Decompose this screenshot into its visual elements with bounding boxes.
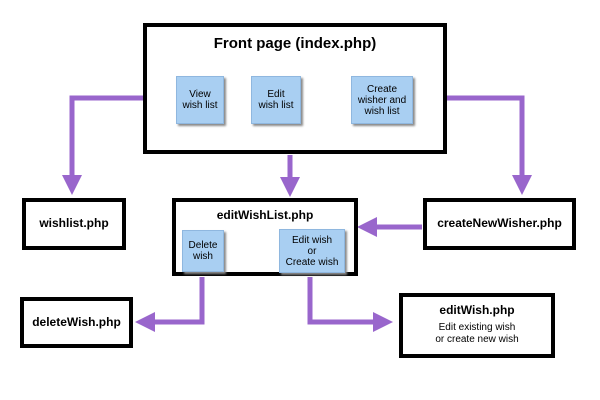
edit-wish-list-line2: wish list [258, 100, 294, 111]
create-wisher-line1: Create [366, 83, 397, 95]
edit-wish-list-line1: Edit [267, 89, 285, 100]
delete-wish-line2: wish [192, 251, 213, 262]
arrow-editwishlist-to-editwish [307, 277, 393, 332]
delete-wish-title: deleteWish.php [32, 315, 121, 329]
delete-wish-line1: Delete [188, 240, 218, 251]
create-new-wisher-title: createNewWisher.php [437, 216, 562, 230]
create-new-wisher-box: createNewWisher.php [423, 198, 576, 250]
edit-or-create-line3: Create wish [285, 256, 339, 268]
edit-wish-list-box: editWishList.php Delete wish Edit wish o… [172, 198, 358, 276]
create-wisher-line2: wisher and [357, 94, 407, 106]
view-wish-list-line1: View [189, 89, 211, 100]
wishlist-box: wishlist.php [22, 198, 126, 250]
edit-wish-list-button[interactable]: Edit wish list [251, 76, 301, 124]
view-wish-list-line2: wish list [182, 100, 218, 111]
edit-or-create-line2: or [307, 245, 317, 257]
front-page-box: Front page (index.php) View wish list Ed… [143, 23, 447, 154]
edit-wish-line1: Edit existing wish [438, 322, 516, 333]
create-wisher-button[interactable]: Create wisher and wish list [351, 76, 413, 124]
arrow-editwishlist-to-deletewish [135, 277, 205, 332]
view-wish-list-button[interactable]: View wish list [176, 76, 224, 124]
edit-wish-list-title: editWishList.php [216, 208, 314, 222]
edit-or-create-line1: Edit wish [291, 234, 332, 246]
wishlist-title: wishlist.php [39, 216, 109, 230]
edit-wish-title: editWish.php [439, 303, 515, 317]
create-wisher-line3: wish list [364, 105, 400, 117]
edit-or-create-wish-button[interactable]: Edit wish or Create wish [279, 229, 345, 273]
edit-wish-line2: or create new wish [435, 334, 519, 345]
arrow-front-to-wishlist [62, 95, 145, 195]
arrow-front-to-createnewwisher [446, 95, 532, 195]
front-page-title: Front page (index.php) [213, 35, 377, 52]
delete-wish-box: deleteWish.php [20, 297, 133, 348]
delete-wish-button[interactable]: Delete wish [182, 230, 224, 272]
edit-wish-box: editWish.php Edit existing wish or creat… [399, 293, 555, 358]
